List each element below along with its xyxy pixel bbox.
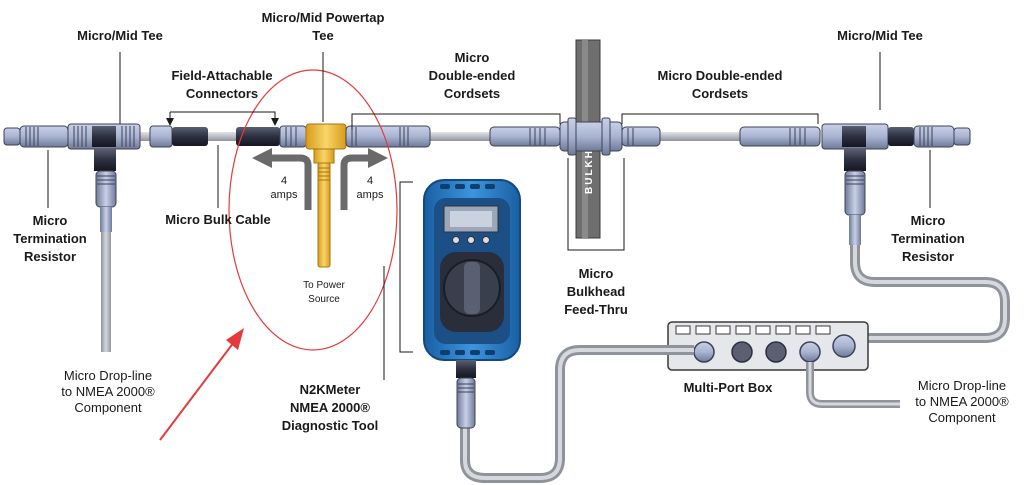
double-ended-cordset-left (489, 126, 561, 147)
label-double-left-3: Cordsets (444, 86, 500, 101)
trunk-cable-right (660, 132, 750, 141)
leader-n2k-top (399, 181, 413, 353)
label-n2k-1: N2KMeter (300, 382, 361, 397)
highlight-arrow-shaft (159, 341, 235, 441)
current-arrow-left-head (252, 148, 272, 168)
label-powertap-1: Micro/Mid Powertap (262, 10, 385, 25)
current-arrow-right (340, 154, 370, 210)
label-term-right-3: Resistor (902, 249, 954, 264)
label-bulk-cable: Micro Bulk Cable (165, 212, 270, 227)
bulkhead-vertical-label: BULKHEAD (584, 122, 595, 194)
leader-double-left (351, 113, 561, 130)
meter-cable (460, 345, 694, 483)
port-2 (731, 341, 753, 363)
field-attachable-connector-left (149, 125, 208, 148)
right-mid-tee (821, 123, 889, 245)
label-power-source-1: To Power (303, 280, 345, 291)
bulkhead-feed-thru (559, 117, 623, 156)
port-1 (693, 341, 715, 363)
label-n2k-3: Diagnostic Tool (282, 418, 379, 433)
leader-field-bracket (170, 111, 276, 124)
left-drop-cable (101, 232, 111, 352)
label-feedthru-2: Bulkhead (567, 284, 626, 299)
label-multiport: Multi-Port Box (684, 380, 774, 395)
field-attachable-connector-right (236, 125, 307, 148)
port-3 (765, 341, 787, 363)
label-amps-right-unit: amps (357, 189, 384, 201)
port-4 (799, 341, 821, 363)
label-power-source-2: Source (308, 294, 340, 305)
label-double-left-1: Micro (455, 50, 490, 65)
label-term-left-3: Resistor (24, 249, 76, 264)
powertap-right-connector (345, 125, 431, 148)
label-term-left-1: Micro (33, 213, 68, 228)
highlight-arrow-head (226, 328, 244, 350)
label-drop-left-2: to NMEA 2000® (61, 384, 155, 399)
label-term-right-1: Micro (911, 213, 946, 228)
label-drop-right-2: to NMEA 2000® (915, 394, 1009, 409)
trunk-cable-mid (430, 132, 490, 141)
left-termination-resistor (3, 125, 69, 148)
leader-feed-thru (567, 158, 625, 251)
label-drop-right-1: Micro Drop-line (918, 378, 1006, 393)
leader-double-right (621, 113, 819, 124)
label-mid-tee-right: Micro/Mid Tee (837, 28, 923, 43)
label-n2k-2: NMEA 2000® (290, 400, 370, 415)
label-double-right-2: Cordsets (692, 86, 748, 101)
label-feedthru-1: Micro (579, 266, 614, 281)
label-powertap-2: Tee (312, 28, 333, 43)
multi-port-box (667, 321, 869, 371)
label-mid-tee-left: Micro/Mid Tee (77, 28, 163, 43)
label-double-right-1: Micro Double-ended (658, 68, 783, 83)
label-drop-right-3: Component (928, 410, 996, 425)
n2kmeter-device (423, 179, 521, 429)
label-field-2: Connectors (186, 86, 258, 101)
label-amps-right-value: 4 (367, 175, 373, 187)
powertap-tee (305, 123, 347, 268)
label-drop-left-3: Component (74, 400, 142, 415)
left-mid-tee (67, 123, 141, 232)
label-drop-left-1: Micro Drop-line (64, 368, 152, 383)
right-termination-resistor (888, 125, 971, 148)
label-field-1: Field-Attachable (171, 68, 272, 83)
current-arrow-left (270, 154, 312, 210)
label-term-left-2: Termination (13, 231, 86, 246)
label-double-left-2: Double-ended (429, 68, 516, 83)
double-ended-cordset-right (621, 126, 821, 147)
current-arrow-right-head (368, 148, 388, 168)
label-amps-left-unit: amps (271, 189, 298, 201)
port-5 (832, 334, 856, 358)
powertap-highlight-ellipse (228, 69, 398, 351)
label-term-right-2: Termination (891, 231, 964, 246)
label-amps-left-value: 4 (281, 175, 287, 187)
label-feedthru-3: Feed-Thru (564, 302, 628, 317)
